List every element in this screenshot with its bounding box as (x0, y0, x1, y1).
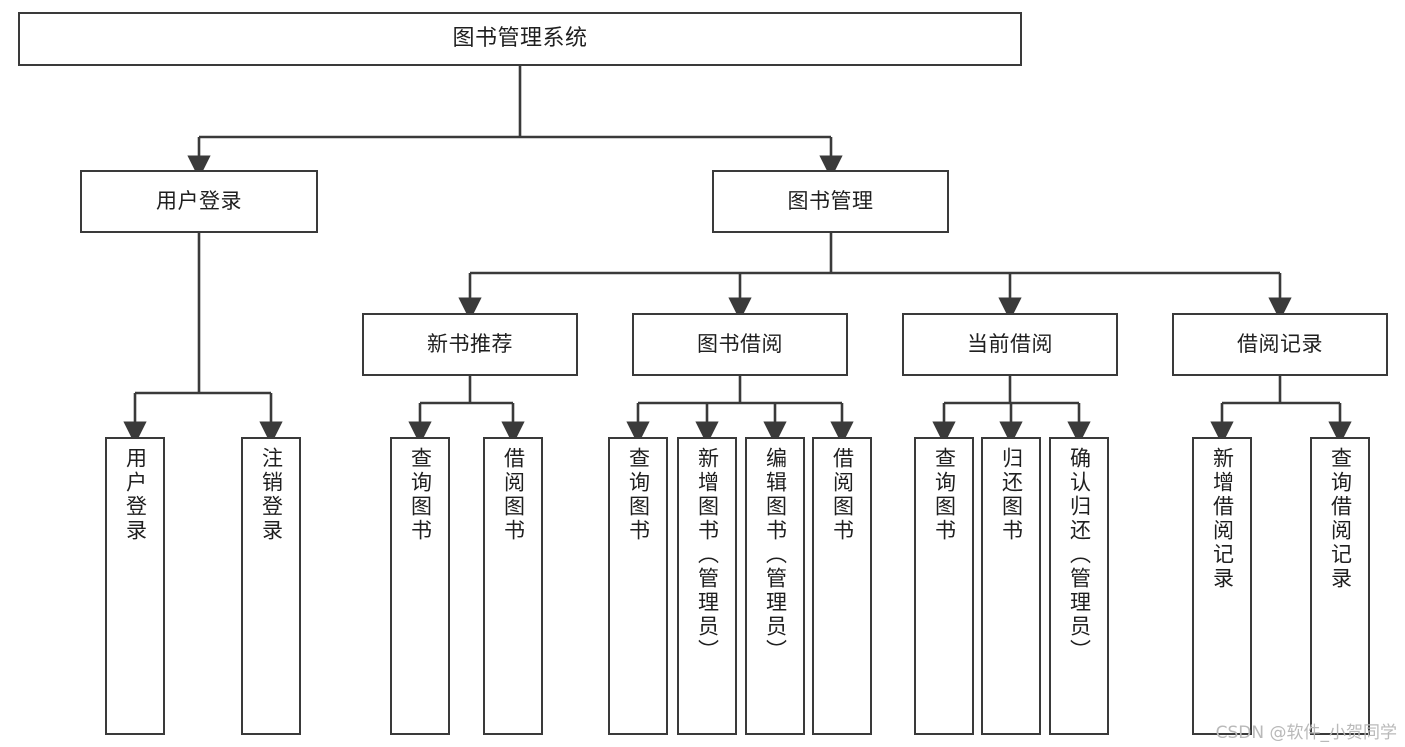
leaf-user-login-signout[interactable]: 注销登录 (241, 437, 301, 735)
node-borrow-record[interactable]: 借阅记录 (1172, 313, 1388, 376)
leaf-user-login-signin-label: 用户登录 (123, 447, 148, 543)
csdn-watermark: CSDN @软件_小贺同学 (1215, 723, 1397, 743)
leaf-recommend-borrow-book-label: 借阅图书 (501, 447, 526, 543)
node-user-login-label: 用户登录 (156, 188, 242, 213)
node-new-book-recommend-label: 新书推荐 (427, 331, 513, 356)
leaf-current-query-book-label: 查询图书 (932, 447, 957, 543)
leaf-current-query-book[interactable]: 查询图书 (914, 437, 974, 735)
leaf-borrow-edit-book[interactable]: 编辑图书（管理员） (745, 437, 805, 735)
leaf-borrow-borrow-book[interactable]: 借阅图书 (812, 437, 872, 735)
leaf-record-add-record-label: 新增借阅记录 (1210, 447, 1235, 591)
leaf-record-add-record[interactable]: 新增借阅记录 (1192, 437, 1252, 735)
node-borrow-record-label: 借阅记录 (1237, 331, 1323, 356)
leaf-borrow-edit-book-label: 编辑图书（管理员） (763, 447, 788, 663)
leaf-current-return-book-label: 归还图书 (999, 447, 1024, 543)
leaf-recommend-borrow-book[interactable]: 借阅图书 (483, 437, 543, 735)
node-book-management[interactable]: 图书管理 (712, 170, 949, 233)
leaf-recommend-query-book-label: 查询图书 (408, 447, 433, 543)
leaf-borrow-add-book-label: 新增图书（管理员） (695, 447, 720, 663)
leaf-user-login-signin[interactable]: 用户登录 (105, 437, 165, 735)
node-book-management-label: 图书管理 (787, 188, 874, 213)
leaf-recommend-query-book[interactable]: 查询图书 (390, 437, 450, 735)
leaf-record-query-record-label: 查询借阅记录 (1328, 447, 1353, 591)
node-new-book-recommend[interactable]: 新书推荐 (362, 313, 578, 376)
leaf-current-return-book[interactable]: 归还图书 (981, 437, 1041, 735)
node-current-borrow-label: 当前借阅 (967, 331, 1053, 356)
node-user-login[interactable]: 用户登录 (80, 170, 318, 233)
leaf-current-confirm-return[interactable]: 确认归还（管理员） (1049, 437, 1109, 735)
node-root-system-label: 图书管理系统 (452, 25, 588, 51)
node-root-system[interactable]: 图书管理系统 (18, 12, 1022, 66)
node-book-borrow[interactable]: 图书借阅 (632, 313, 848, 376)
leaf-borrow-add-book[interactable]: 新增图书（管理员） (677, 437, 737, 735)
node-book-borrow-label: 图书借阅 (697, 331, 783, 356)
leaf-user-login-signout-label: 注销登录 (259, 447, 284, 543)
leaf-current-confirm-return-label: 确认归还（管理员） (1067, 447, 1092, 663)
leaf-borrow-query-book-label: 查询图书 (626, 447, 651, 543)
leaf-borrow-borrow-book-label: 借阅图书 (830, 447, 855, 543)
leaf-record-query-record[interactable]: 查询借阅记录 (1310, 437, 1370, 735)
leaf-borrow-query-book[interactable]: 查询图书 (608, 437, 668, 735)
node-current-borrow[interactable]: 当前借阅 (902, 313, 1118, 376)
